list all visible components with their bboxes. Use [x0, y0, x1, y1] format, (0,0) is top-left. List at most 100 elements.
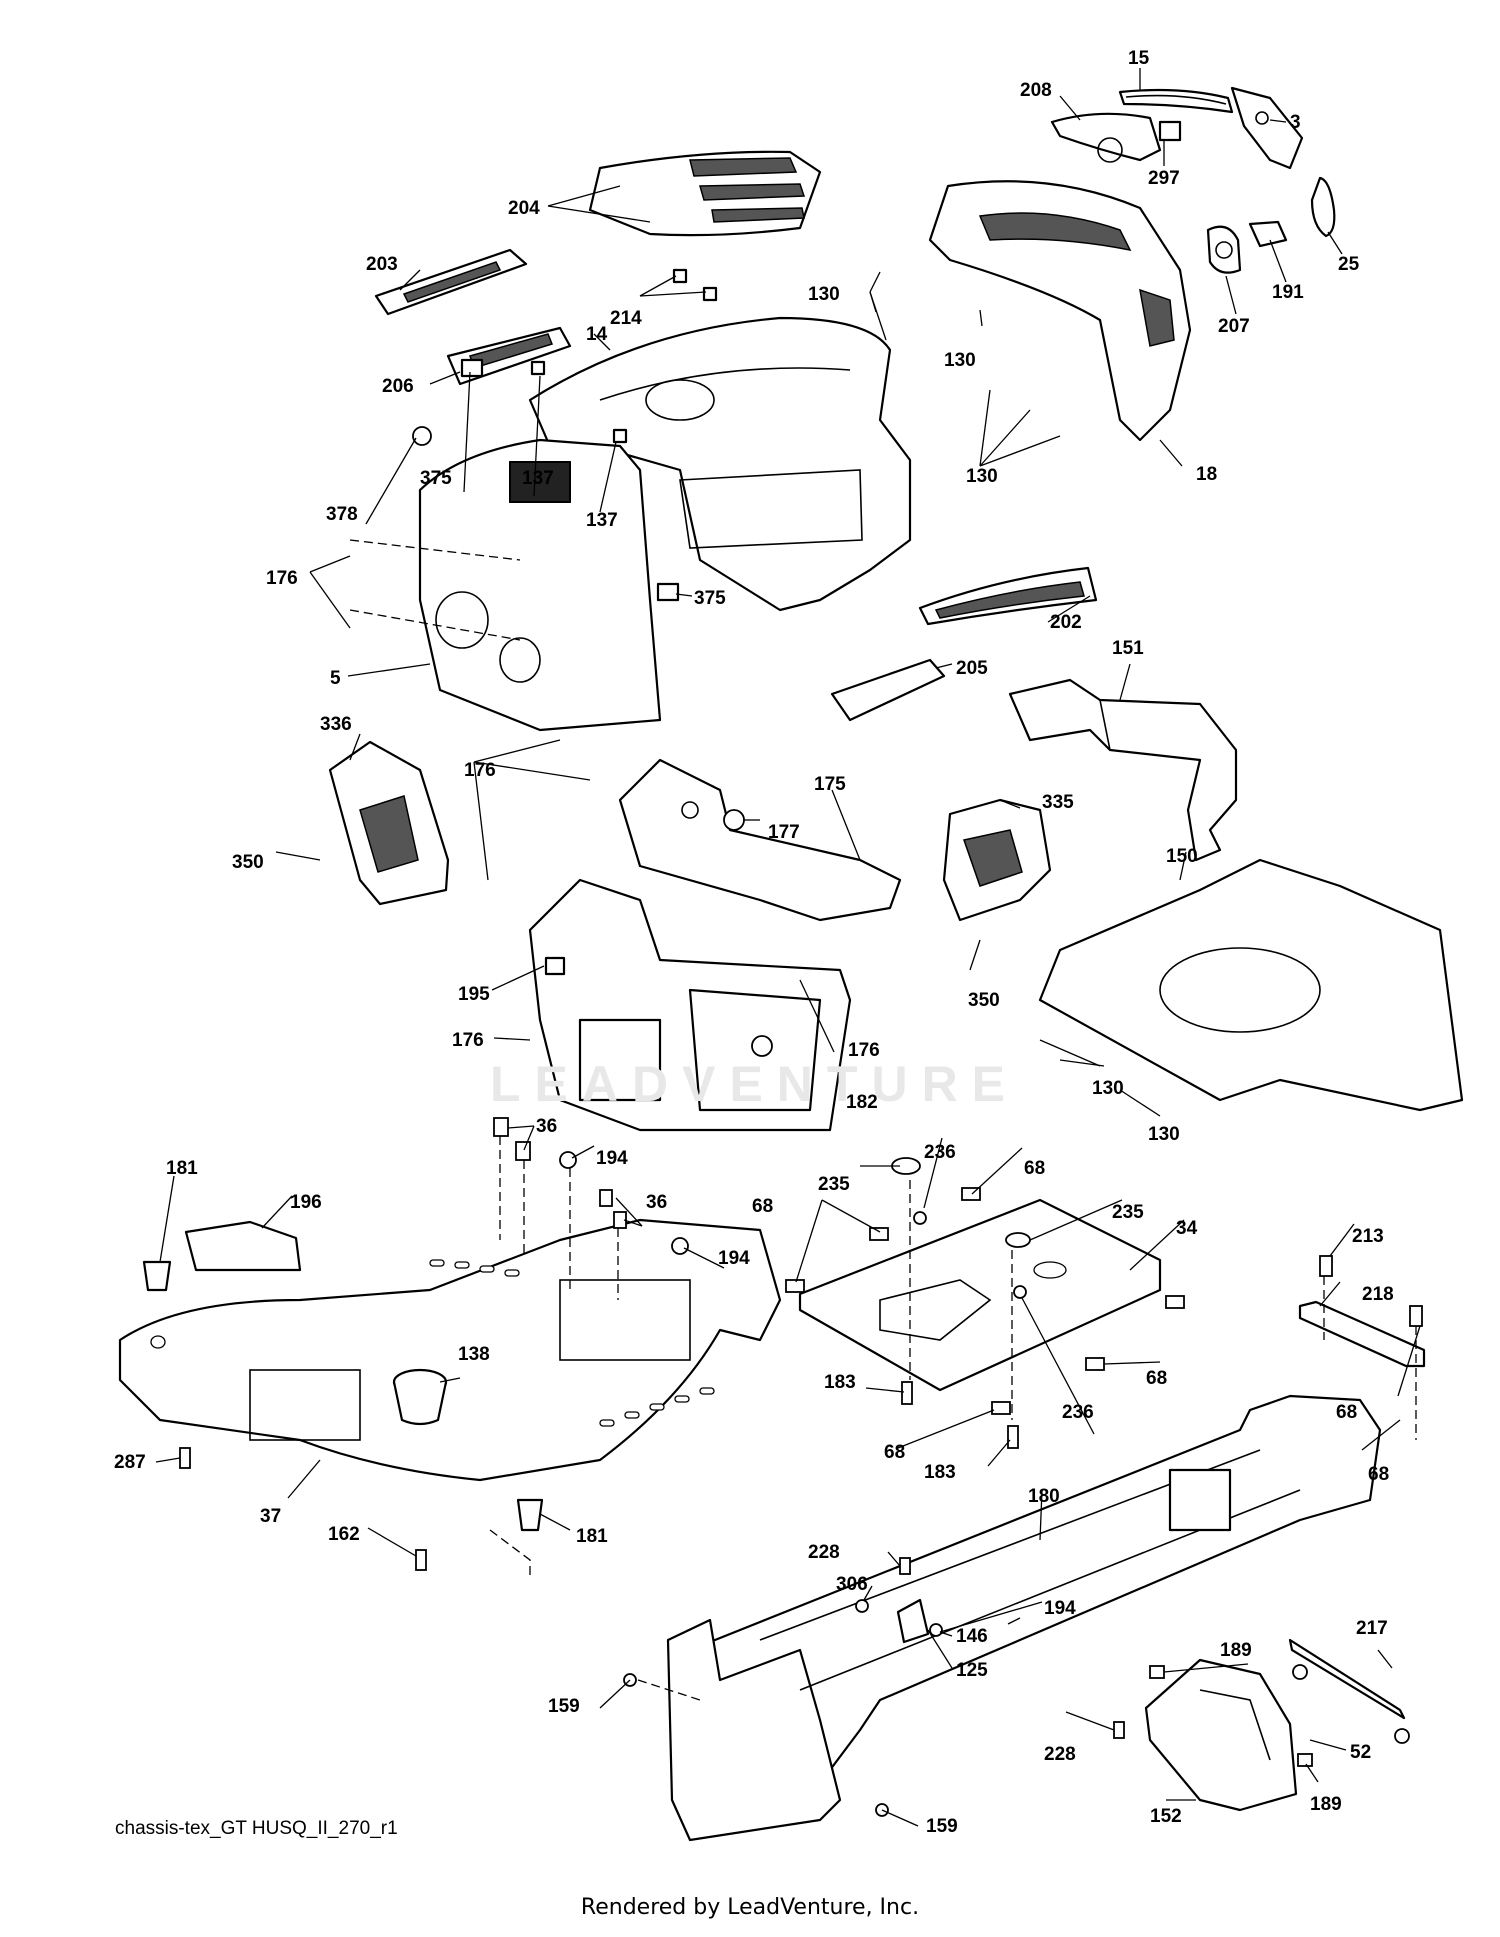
part-213-screw [1319, 1255, 1423, 1327]
callout-202: 202 [1050, 612, 1082, 633]
part-204-hood-vent [588, 150, 822, 237]
callout-125: 125 [956, 1660, 988, 1681]
callout-176-a: 176 [266, 568, 298, 589]
diagram-code: chassis-tex_GT HUSQ_II_270_r1 [115, 1818, 398, 1839]
part-18-front-grille [928, 180, 1192, 442]
callout-287: 287 [114, 1452, 146, 1473]
callout-52: 52 [1350, 1742, 1371, 1763]
callout-183-b: 183 [924, 1462, 956, 1483]
part-287-screw [179, 1447, 191, 1469]
part-207-light-socket [1206, 225, 1242, 274]
part-36-bolts [493, 1117, 627, 1229]
callout-235-a: 235 [818, 1174, 850, 1195]
callout-68-a: 68 [1024, 1158, 1045, 1179]
part-37-fender-vent-holes [429, 1259, 715, 1427]
callout-335: 335 [1042, 792, 1074, 813]
part-203-side-vent [374, 248, 528, 316]
part-214-clips [672, 268, 718, 302]
callout-14: 14 [586, 324, 608, 345]
part-375-bumper [460, 358, 680, 602]
callout-137-b: 137 [586, 510, 618, 531]
callout-180: 180 [1028, 1486, 1060, 1507]
part-177-nut [723, 809, 745, 831]
callout-204: 204 [508, 198, 540, 219]
part-138-fuel-cap-boot [392, 1368, 448, 1426]
callout-130-e: 130 [1148, 1124, 1180, 1145]
callout-228-b: 228 [1044, 1744, 1076, 1765]
part-25-lens-trim [1310, 176, 1336, 238]
callout-189-b: 189 [1310, 1794, 1342, 1815]
part-335-side-panel-right [942, 798, 1052, 922]
leader-lines [155, 68, 1421, 1827]
part-194-nuts [559, 1151, 689, 1255]
part-68-bolts [785, 1187, 1185, 1415]
callout-176-d: 176 [848, 1040, 880, 1061]
part-195-grommet [544, 956, 566, 976]
callout-labels: 15 208 3 297 204 25 191 207 203 130 214 … [114, 48, 1394, 1837]
callout-350-b: 350 [968, 990, 1000, 1011]
callout-214: 214 [610, 308, 642, 329]
part-306-bolt [855, 1599, 869, 1613]
callout-151: 151 [1112, 638, 1144, 659]
callout-37: 37 [260, 1506, 281, 1527]
part-378-grommet [412, 426, 432, 446]
callout-138: 138 [458, 1344, 490, 1365]
callout-189-a: 189 [1220, 1640, 1252, 1661]
callout-130-d: 130 [1092, 1078, 1124, 1099]
callout-68-f: 68 [1368, 1464, 1389, 1485]
callout-203: 203 [366, 254, 398, 275]
callout-195: 195 [458, 984, 490, 1005]
callout-3: 3 [1290, 112, 1301, 133]
part-336-side-panel-left [328, 740, 450, 906]
part-183-screws [901, 1381, 1019, 1449]
callout-218: 218 [1362, 1284, 1394, 1305]
part-181-bushing [142, 1260, 544, 1532]
part-236-washers [913, 1211, 1027, 1299]
callout-159-b: 159 [926, 1816, 958, 1837]
part-189-bolts [1149, 1665, 1313, 1767]
callout-206: 206 [382, 376, 414, 397]
callout-217: 217 [1356, 1618, 1388, 1639]
callout-378: 378 [326, 504, 358, 525]
callout-176-b: 176 [464, 760, 496, 781]
hidden-assembly-lines [349, 539, 1417, 1701]
callout-159-a: 159 [548, 1696, 580, 1717]
part-217-rod [1288, 1638, 1406, 1720]
callout-336: 336 [320, 714, 352, 735]
callout-146: 146 [956, 1626, 988, 1647]
part-14-hood [528, 316, 912, 612]
callout-183-a: 183 [824, 1372, 856, 1393]
callout-130-b: 130 [944, 350, 976, 371]
callout-208: 208 [1020, 80, 1052, 101]
callout-236-a: 236 [924, 1142, 956, 1163]
callout-18: 18 [1196, 464, 1217, 485]
callout-5: 5 [330, 668, 341, 689]
callout-137-a: 137 [522, 468, 554, 489]
callout-194-c: 194 [1044, 1598, 1076, 1619]
callout-68-e: 68 [884, 1442, 905, 1463]
callout-375-a: 375 [420, 468, 452, 489]
callout-177: 177 [768, 822, 800, 843]
callout-194-b: 194 [718, 1248, 750, 1269]
callout-297: 297 [1148, 168, 1180, 189]
part-137-clips [530, 360, 628, 444]
part-150-floor-pan [1038, 858, 1464, 1112]
part-125-bracket [896, 1598, 930, 1644]
callout-25: 25 [1338, 254, 1360, 275]
callout-15: 15 [1128, 48, 1150, 69]
part-202-front-grille-insert [918, 566, 1098, 626]
callout-207: 207 [1218, 316, 1250, 337]
part-52-nuts [1292, 1664, 1410, 1744]
part-34-mounting-plate [798, 1198, 1162, 1392]
part-182-lower-dash [528, 878, 852, 1132]
callout-130-c: 130 [966, 466, 998, 487]
part-146-bolt [929, 1623, 943, 1637]
callout-68-b: 68 [752, 1196, 773, 1217]
callout-130-a: 130 [808, 284, 840, 305]
callout-205: 205 [956, 658, 988, 679]
callout-36-a: 36 [536, 1116, 557, 1137]
callout-150: 150 [1166, 846, 1198, 867]
callout-68-d: 68 [1336, 1402, 1357, 1423]
callout-181-a: 181 [166, 1158, 198, 1179]
